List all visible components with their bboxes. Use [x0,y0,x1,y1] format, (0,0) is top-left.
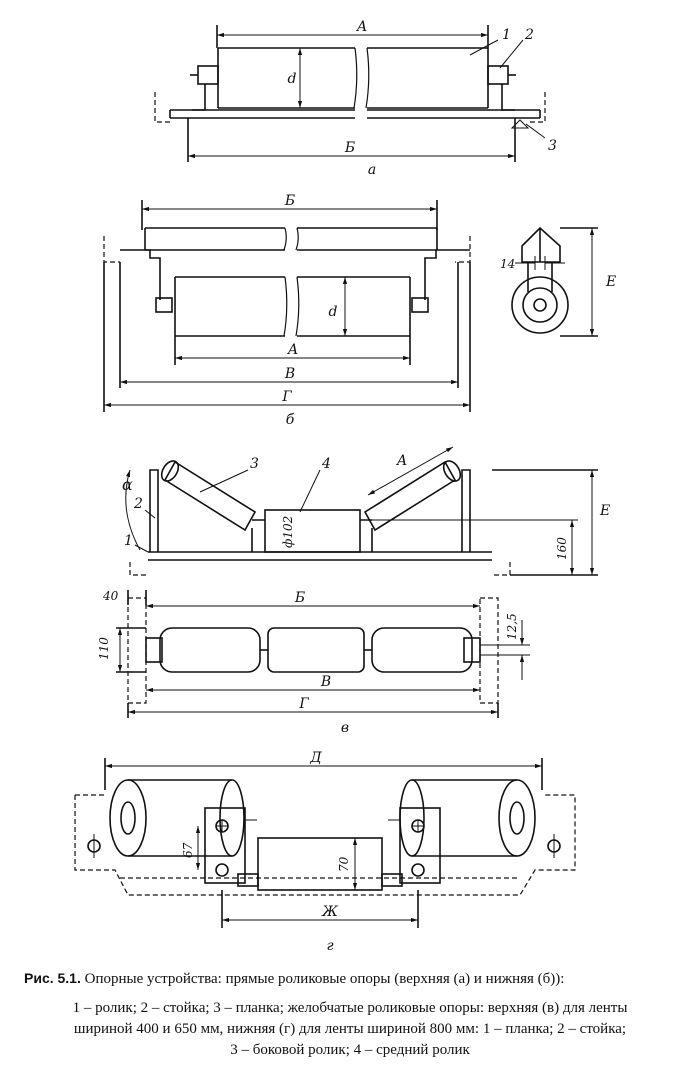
label-phi102: ф102 [281,516,295,548]
label-40: 40 [102,589,119,603]
label-d-a: d [288,71,297,87]
label-160: 160 [555,537,569,560]
subfig-g: г [326,938,333,954]
subfig-b: б [286,412,295,428]
figure-caption-title: Рис. 5.1. Опорные устройства: прямые рол… [24,968,674,989]
figure-label: Рис. 5.1. [24,970,81,986]
label-1-a: 1 [502,27,511,43]
figure-caption-legend: 1 – ролик; 2 – стойка; 3 – планка; желоб… [20,998,680,1061]
label-70: 70 [337,856,351,872]
view-g-troughed-lower [74,758,576,928]
label-B-v: Б [294,590,305,606]
technical-drawing: A d 1 2 3 Б а [74,19,616,954]
label-G-b: Г [281,389,292,405]
figure-title: Опорные устройства: прямые роликовые опо… [84,971,565,987]
label-A-b: A [286,342,298,358]
subfig-a: а [368,162,376,178]
label-A-v: A [395,453,407,469]
label-67: 67 [181,842,195,858]
label-D: Д [309,750,322,766]
label-E-b: Е [605,274,616,290]
label-2-v: 2 [133,496,143,512]
view-v-troughed-front [125,446,598,576]
view-a-upper-straight-support [154,25,546,162]
label-G-v: Г [298,696,309,712]
label-12-5: 12,5 [505,613,519,640]
caption-line-3: 3 – боковой ролик; 4 – средний ролик [230,1042,470,1058]
label-A-a: A [355,19,367,35]
label-V-v: В [320,674,331,690]
label-V-b: В [284,366,295,382]
label-3-v: 3 [250,456,259,472]
label-d-b: d [329,304,338,320]
label-Zh: Ж [321,904,339,920]
label-alpha: α [122,475,133,494]
view-v-troughed-top [116,590,530,718]
subfig-v: в [341,720,349,736]
label-2-a: 2 [524,27,534,43]
label-B-b: Б [284,193,295,209]
label-1-v: 1 [124,533,133,549]
label-14: 14 [500,257,515,271]
label-B-a: Б [344,140,355,156]
caption-line-1: 1 – ролик; 2 – стойка; 3 – планка; желоб… [72,1000,628,1016]
label-3-a: 3 [548,138,557,154]
label-110: 110 [97,637,111,660]
label-4-v: 4 [321,456,331,472]
caption-line-2: шириной 400 и 650 мм, нижняя (г) для лен… [73,1021,627,1037]
view-b-lower-straight-support [103,200,598,412]
label-E-v: Е [599,503,610,519]
